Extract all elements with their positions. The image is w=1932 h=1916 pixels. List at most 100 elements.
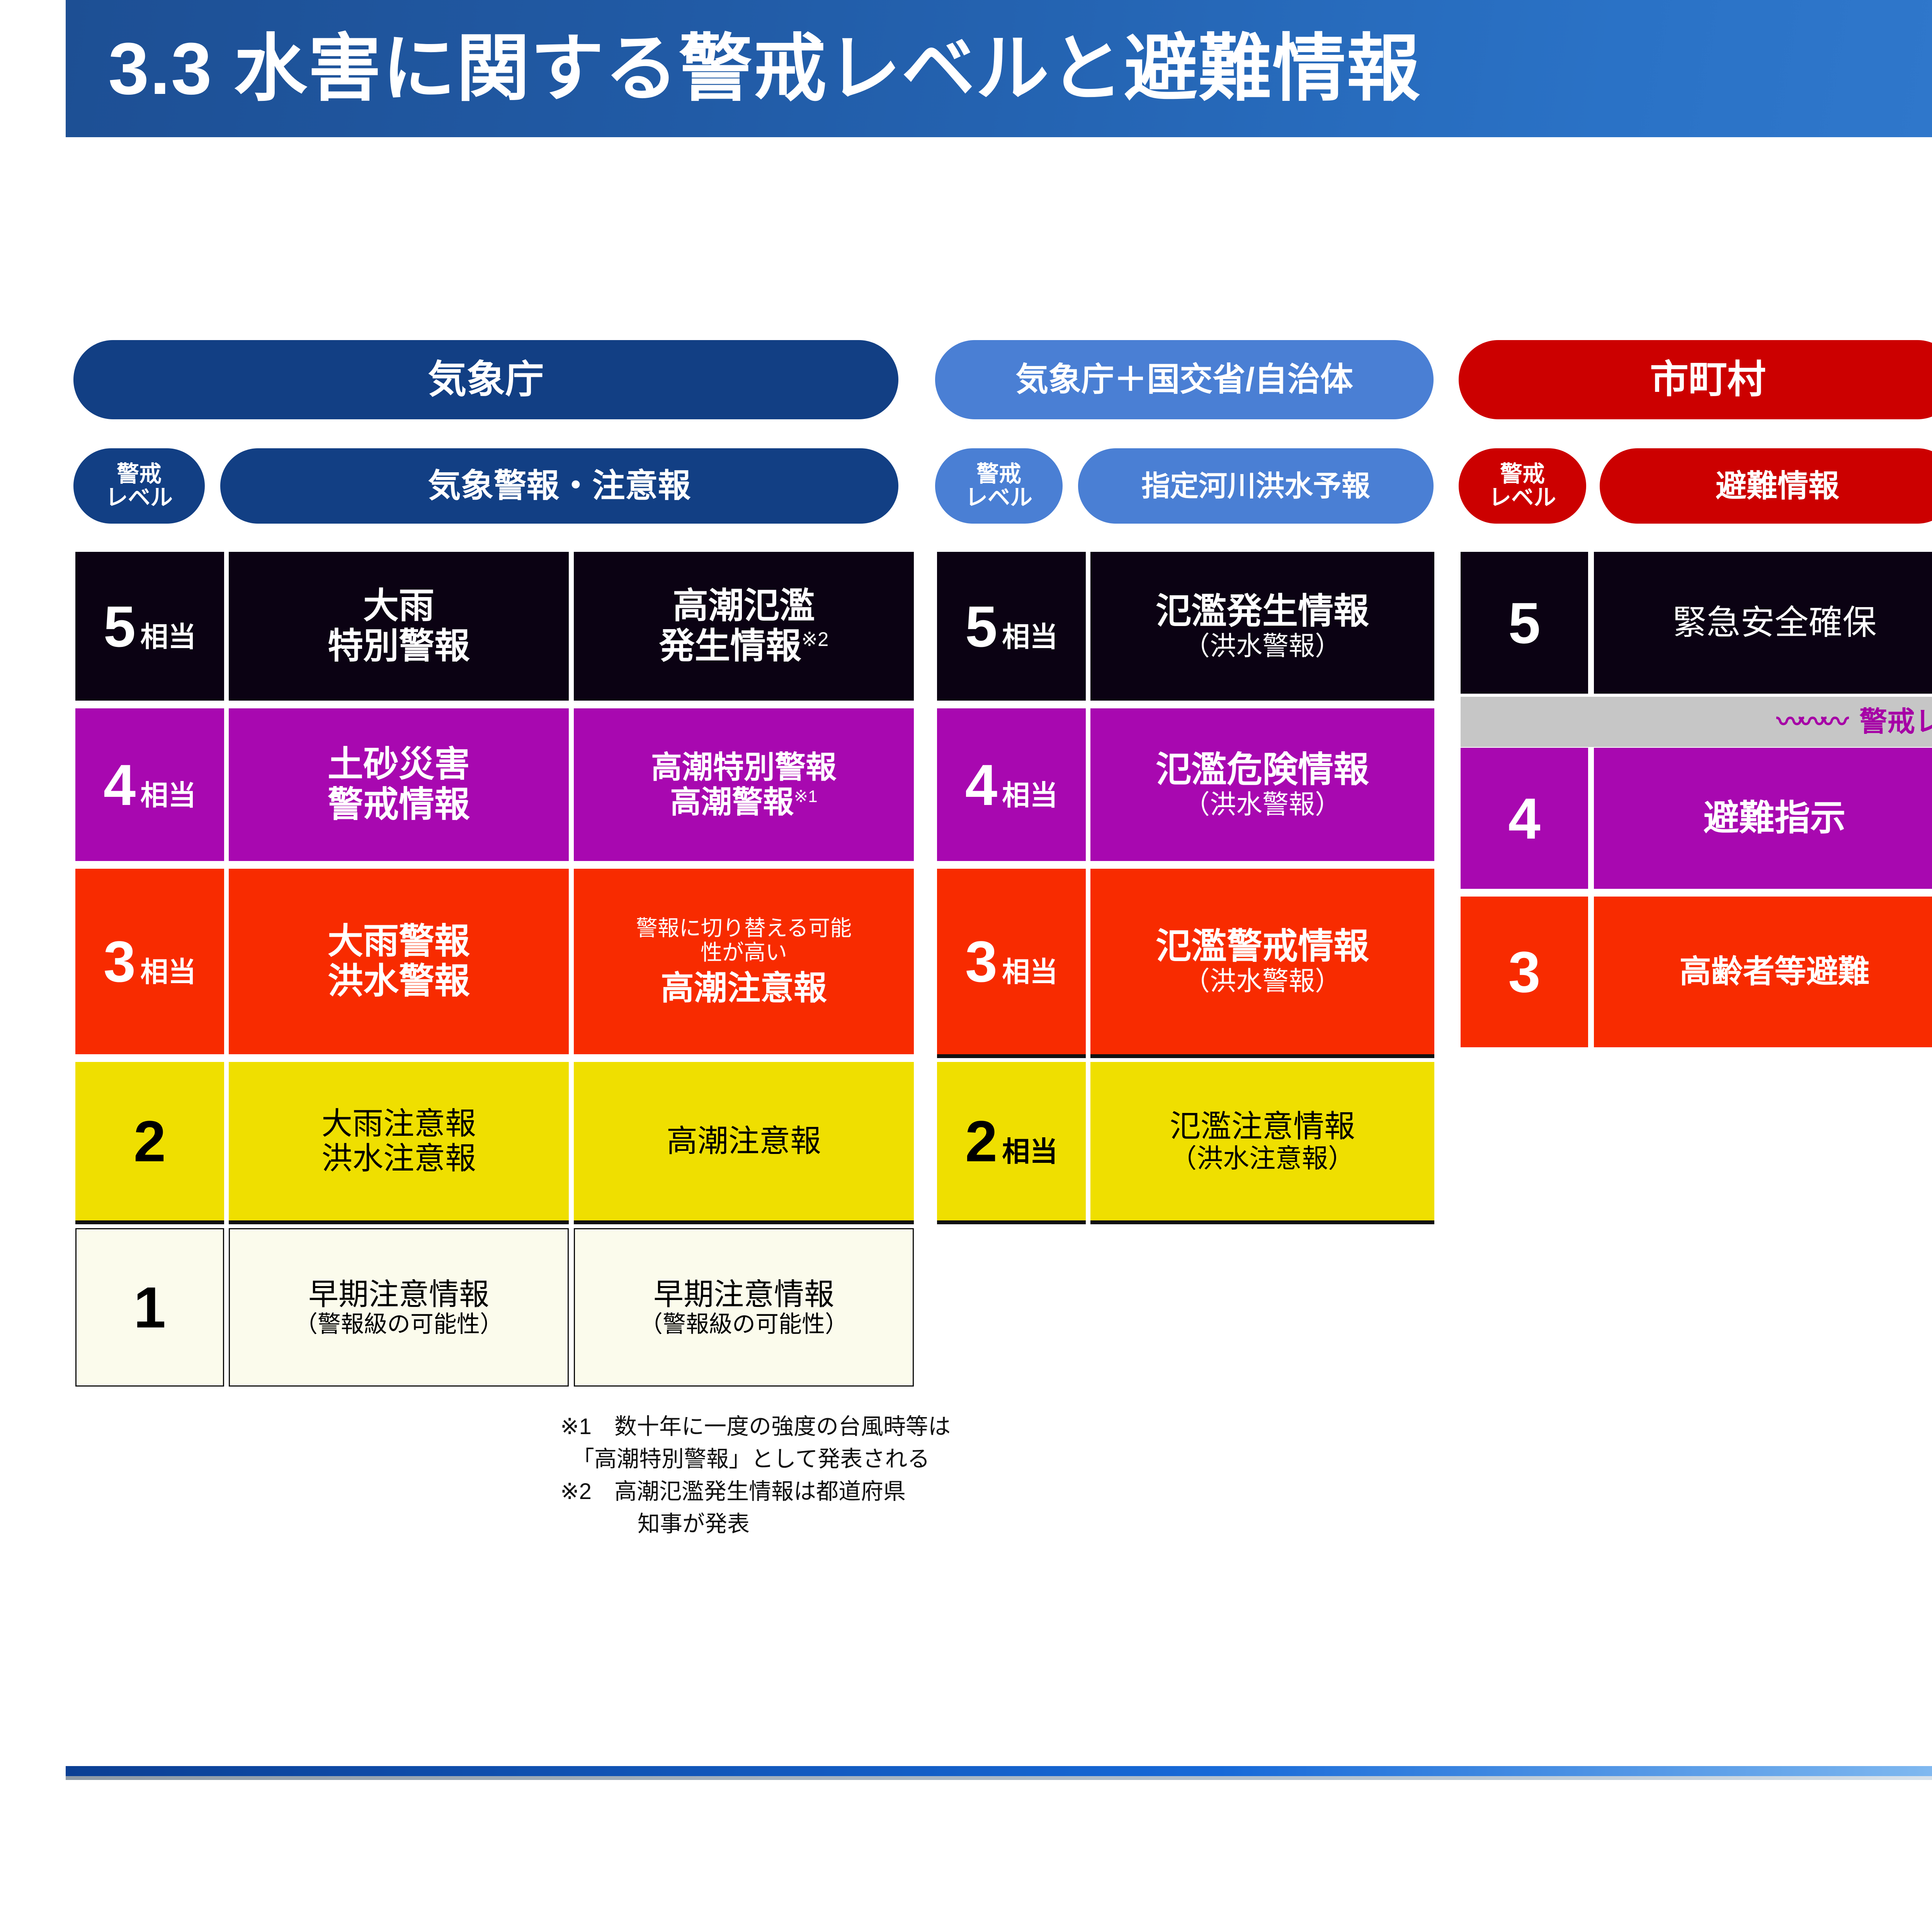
level-pill-jma-line1: 警戒	[116, 461, 162, 487]
footer-accent-line	[66, 1766, 1932, 1776]
category-pill-river-flood-forecast: 指定河川洪水予報	[1078, 448, 1434, 524]
jma-tide-warning-2: 高潮注意報	[574, 1062, 914, 1224]
org-pill-jma-mlit-label: 気象庁＋国交省/自治体	[1015, 361, 1353, 398]
jma-level-2-number: 2	[133, 1109, 166, 1174]
evacuation-deadline-banner: 〰〰〰 警戒レベル4までに必ず避難！ 〰〰〰	[1461, 697, 1932, 747]
org-pill-municipality-label: 市町村	[1650, 358, 1766, 401]
river-level-3: 3 相当	[937, 869, 1086, 1058]
jma-tide-warning-5-line2: 発生情報※2	[659, 626, 829, 666]
jma-weather-warning-4-line1: 土砂災害	[327, 745, 470, 784]
footnote-2: ※2 高潮氾濫発生情報は都道府県 知事が発表	[560, 1475, 1294, 1540]
evac-info-4: 避難指示	[1594, 748, 1932, 893]
jma-level-2: 2	[75, 1062, 224, 1224]
jma-level-4: 4 相当	[75, 708, 224, 865]
river-info-5-sub: （洪水警報）	[1183, 631, 1341, 661]
river-info-3: 氾濫警戒情報 （洪水警報）	[1090, 869, 1434, 1058]
jma-tide-warning-4-line1: 高潮特別警報	[651, 750, 837, 784]
river-level-5-number: 5	[965, 594, 998, 659]
jma-level-1-number: 1	[133, 1275, 166, 1340]
jma-level-3: 3 相当	[75, 869, 224, 1058]
river-level-3-suffix: 相当	[1002, 957, 1058, 988]
page-header: 3.3 水害に関する警戒レベルと避難情報 p.25	[66, 0, 1932, 137]
river-level-4: 4 相当	[937, 708, 1086, 865]
level-pill-evacuation: 警戒 レベル	[1459, 448, 1586, 524]
jma-tide-warning-4-line2-text: 高潮警報	[670, 784, 794, 819]
wave-left-icon: 〰〰〰	[1776, 706, 1849, 737]
jma-weather-warning-1-line2: （警報級の可能性）	[294, 1311, 503, 1337]
river-info-2-main: 氾濫注意情報	[1170, 1109, 1355, 1144]
jma-tide-warning-5-line1: 高潮氾濫	[672, 586, 815, 626]
jma-weather-warning-1-line1: 早期注意情報	[308, 1277, 489, 1311]
jma-tide-warning-2-main: 高潮注意報	[667, 1124, 821, 1159]
org-pill-jma: 気象庁	[73, 340, 898, 419]
jma-weather-warning-2: 大雨注意報 洪水注意報	[229, 1062, 569, 1224]
river-info-3-sub: （洪水警報）	[1183, 967, 1341, 996]
jma-weather-warning-3: 大雨警報 洪水警報	[229, 869, 569, 1058]
footnotes: ※1 数十年に一度の強度の台風時等は 「高潮特別警報」として発表される ※2 高…	[560, 1411, 1294, 1540]
river-info-3-main: 氾濫警戒情報	[1155, 927, 1369, 967]
footnote-1-line-2: 「高潮特別警報」として発表される	[572, 1446, 930, 1472]
org-pill-municipality: 市町村	[1459, 340, 1932, 419]
evac-level-3-number: 3	[1508, 939, 1541, 1004]
category-pill-weather-warning-label: 気象警報・注意報	[428, 467, 691, 504]
level-pill-river: 警戒 レベル	[935, 448, 1063, 524]
jma-tide-warning-4-line2: 高潮警報※1	[670, 785, 817, 820]
evac-info-5-label: 緊急安全確保	[1672, 603, 1877, 642]
category-pill-evacuation-info-label: 避難情報	[1716, 468, 1839, 503]
level-pill-river-line2: レベル	[965, 485, 1032, 510]
footnote-2-line-1: 高潮氾濫発生情報は都道府県	[614, 1479, 906, 1504]
evac-info-4-label: 避難指示	[1703, 798, 1846, 838]
river-info-4-sub: （洪水警報）	[1183, 790, 1341, 819]
page-title: 3.3 水害に関する警戒レベルと避難情報	[108, 27, 1421, 110]
jma-weather-warning-2-line1: 大雨注意報	[321, 1106, 476, 1141]
jma-level-4-number: 4	[103, 752, 136, 817]
jma-weather-warning-3-line2: 洪水警報	[327, 961, 470, 1001]
footnote-1-mark: ※1	[560, 1414, 592, 1439]
org-pill-jma-label: 気象庁	[428, 358, 544, 401]
jma-weather-warning-2-line2: 洪水注意報	[321, 1141, 476, 1176]
evac-info-3: 高齢者等避難	[1594, 897, 1932, 1047]
evac-info-3-label: 高齢者等避難	[1679, 954, 1870, 990]
level-pill-jma: 警戒 レベル	[73, 448, 205, 524]
river-info-5-main: 氾濫発生情報	[1155, 591, 1369, 631]
jma-tide-warning-3: 警報に切り替える可能 性が高い 高潮注意報	[574, 869, 914, 1058]
level-pill-river-line1: 警戒	[976, 461, 1021, 487]
jma-weather-warning-5: 大雨 特別警報	[229, 552, 569, 704]
evac-level-4: 4	[1461, 748, 1588, 893]
river-level-2-suffix: 相当	[1002, 1137, 1058, 1167]
river-info-4: 氾濫危険情報 （洪水警報）	[1090, 708, 1434, 865]
category-pill-river-flood-forecast-label: 指定河川洪水予報	[1141, 470, 1370, 502]
evacuation-deadline-banner-text: 警戒レベル4までに必ず避難！	[1859, 706, 1932, 737]
river-info-5: 氾濫発生情報 （洪水警報）	[1090, 552, 1434, 704]
category-pill-weather-warning: 気象警報・注意報	[220, 448, 898, 524]
river-info-2-sub: （洪水注意報）	[1170, 1143, 1354, 1173]
river-level-2: 2 相当	[937, 1062, 1086, 1224]
evac-info-5: 緊急安全確保	[1594, 552, 1932, 697]
jma-level-4-suffix: 相当	[140, 780, 196, 811]
jma-level-3-suffix: 相当	[140, 957, 196, 988]
river-level-4-number: 4	[965, 752, 998, 817]
jma-tide-warning-1-line2: （警報級の可能性）	[639, 1311, 848, 1337]
jma-level-5: 5 相当	[75, 552, 224, 704]
jma-tide-warning-1: 早期注意情報 （警報級の可能性）	[574, 1228, 914, 1387]
jma-tide-warning-5-line2-text: 発生情報	[659, 626, 801, 666]
jma-tide-warning-3-main: 高潮注意報	[661, 969, 827, 1007]
jma-weather-warning-5-line2: 特別警報	[327, 626, 470, 666]
evac-level-5-number: 5	[1508, 590, 1541, 655]
footnote-1-line-1: 数十年に一度の強度の台風時等は	[614, 1414, 951, 1439]
jma-level-1: 1	[75, 1228, 224, 1387]
jma-tide-warning-3-small2: 性が高い	[701, 940, 787, 965]
jma-tide-warning-5: 高潮氾濫 発生情報※2	[574, 552, 914, 704]
jma-tide-warning-4-note: ※1	[794, 786, 818, 806]
footnote-2-mark: ※2	[560, 1479, 592, 1504]
jma-weather-warning-5-line1: 大雨	[363, 586, 434, 626]
evac-level-5: 5	[1461, 552, 1588, 697]
jma-tide-warning-4: 高潮特別警報 高潮警報※1	[574, 708, 914, 865]
category-pill-evacuation-info: 避難情報	[1600, 448, 1932, 524]
jma-tide-warning-1-line1: 早期注意情報	[653, 1277, 834, 1311]
jma-weather-warning-1: 早期注意情報 （警報級の可能性）	[229, 1228, 569, 1387]
jma-weather-warning-4-line2: 警戒情報	[327, 784, 470, 824]
jma-weather-warning-4: 土砂災害 警戒情報	[229, 708, 569, 865]
river-info-2: 氾濫注意情報 （洪水注意報）	[1090, 1062, 1434, 1224]
jma-level-5-number: 5	[103, 594, 136, 659]
